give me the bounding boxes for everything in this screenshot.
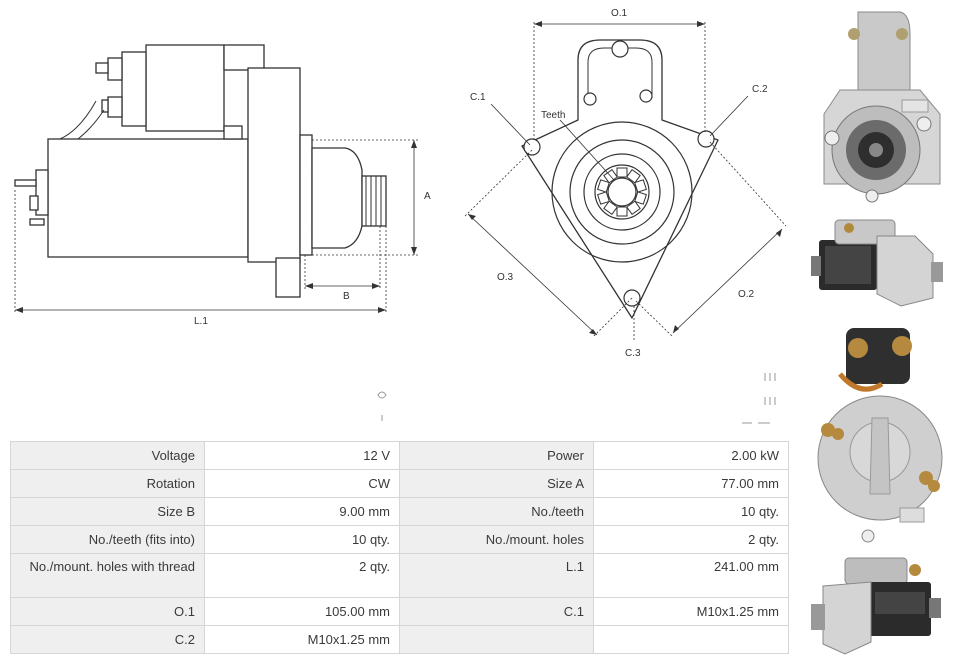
spec-label: No./mount. holes with thread: [10, 553, 205, 598]
spec-label: C.2: [10, 625, 205, 654]
pinion-teeth: [596, 167, 648, 217]
spec-value: 2 qty.: [593, 525, 789, 554]
spec-value: [593, 625, 789, 654]
mount-hole-c2: [697, 130, 715, 148]
spec-value: CW: [204, 469, 400, 498]
spec-value: M10x1.25 mm: [204, 625, 400, 654]
spec-value: 241.00 mm: [593, 553, 789, 598]
spec-label: O.1: [10, 597, 205, 626]
dim-c2-label: C.2: [752, 84, 768, 95]
top-hole: [611, 40, 629, 58]
solenoid: [145, 44, 225, 132]
side-view-drawing: A B L.1: [14, 44, 431, 327]
spec-label: No./mount. holes: [399, 525, 594, 554]
photo-front-view: [810, 4, 950, 208]
spec-label: Size A: [399, 469, 594, 498]
scan-artifacts: [377, 373, 776, 424]
spec-label: Rotation: [10, 469, 205, 498]
spec-label: C.1: [399, 597, 594, 626]
motor-housing: [47, 138, 249, 258]
spec-value: 77.00 mm: [593, 469, 789, 498]
teeth-label: Teeth: [541, 110, 565, 121]
spec-value: 12 V: [204, 441, 400, 470]
dim-c1-label: C.1: [470, 92, 486, 103]
table-row: Rotation CW Size A 77.00 mm: [10, 469, 789, 498]
table-row: O.1 105.00 mm C.1 M10x1.25 mm: [10, 597, 789, 626]
spec-value: 10 qty.: [593, 497, 789, 526]
spec-label: No./teeth: [399, 497, 594, 526]
spec-value: 10 qty.: [204, 525, 400, 554]
dim-c3-label: C.3: [625, 348, 641, 359]
spec-value: 105.00 mm: [204, 597, 400, 626]
table-row: Size B 9.00 mm No./teeth 10 qty.: [10, 497, 789, 526]
spec-label: Power: [399, 441, 594, 470]
table-row: C.2 M10x1.25 mm: [10, 625, 789, 654]
spec-label: Size B: [10, 497, 205, 526]
table-row: Voltage 12 V Power 2.00 kW: [10, 441, 789, 470]
table-row: No./teeth (fits into) 10 qty. No./mount.…: [10, 525, 789, 554]
dim-o2-label: O.2: [738, 289, 755, 300]
table-row: No./mount. holes with thread 2 qty. L.1 …: [10, 553, 789, 598]
spec-label: L.1: [399, 553, 594, 598]
dim-o3-label: O.3: [497, 272, 514, 283]
photo-side-view: [805, 210, 949, 314]
spec-table: Voltage 12 V Power 2.00 kW Rotation CW S…: [10, 441, 789, 654]
spec-label: [399, 625, 594, 654]
spec-value: 2 qty.: [204, 553, 400, 598]
photo-rear-view: [810, 318, 950, 548]
spec-value: 2.00 kW: [593, 441, 789, 470]
dim-b-label: B: [343, 291, 350, 302]
front-view-drawing: O.1 C.1 C.2 Teeth O.3 O.2 C.3: [463, 8, 787, 359]
spec-value: M10x1.25 mm: [593, 597, 789, 626]
photo-side-view-2: [805, 552, 949, 660]
spec-label: No./teeth (fits into): [10, 525, 205, 554]
dim-o1-label: O.1: [611, 8, 628, 19]
spec-label: Voltage: [10, 441, 205, 470]
dim-a-label: A: [424, 191, 431, 202]
spec-value: 9.00 mm: [204, 497, 400, 526]
dim-l1-label: L.1: [194, 316, 208, 327]
